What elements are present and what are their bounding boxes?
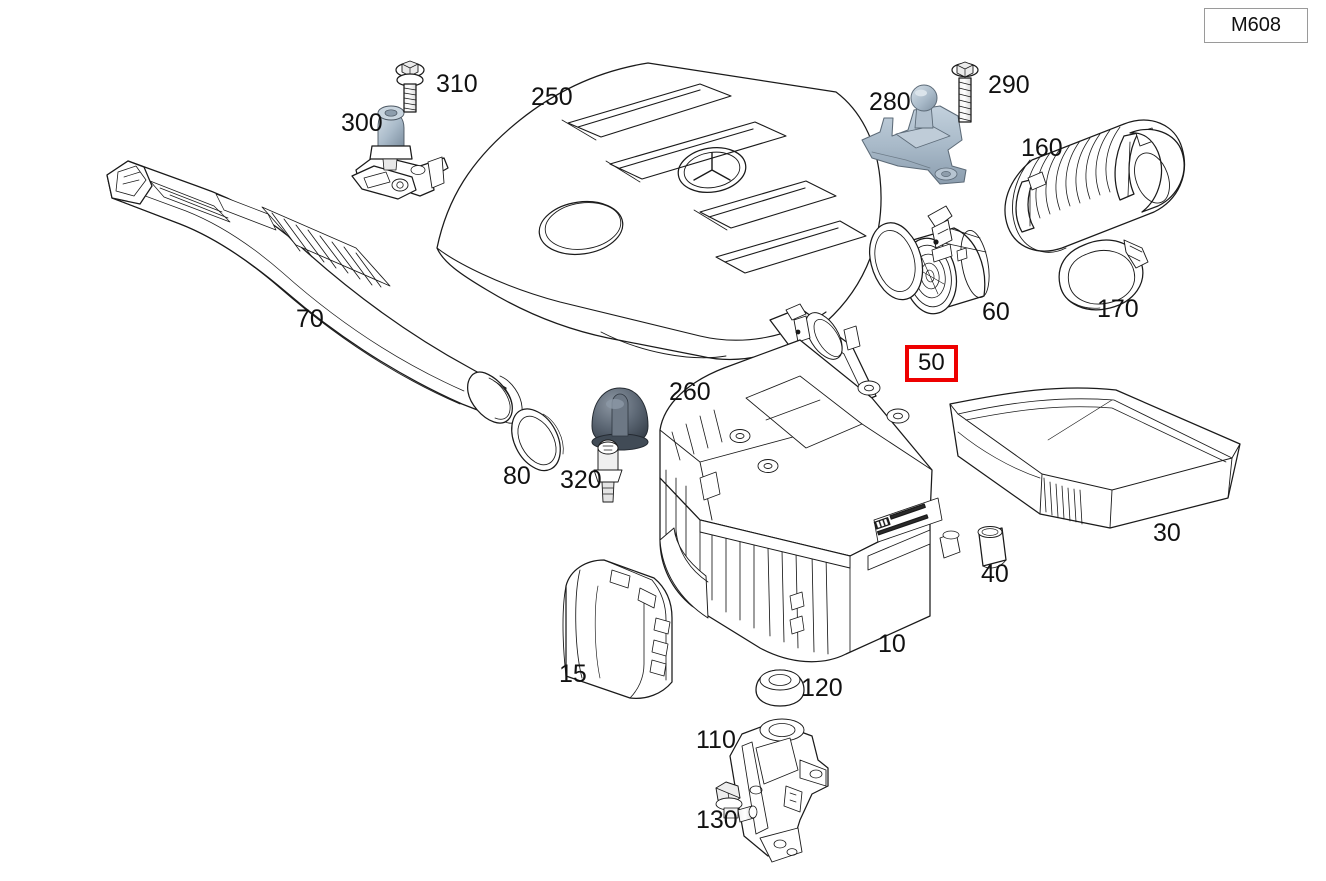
part-310-flange-bolt	[395, 60, 425, 113]
part-60-mass-air-flow-sensor	[902, 205, 990, 315]
part-50-o-ring-seal	[869, 222, 924, 301]
callout-50[interactable]: 50	[905, 345, 958, 382]
part-290-flange-bolt	[951, 61, 979, 123]
callout-310[interactable]: 310	[436, 70, 478, 98]
part-10-air-filter-housing	[659, 303, 961, 663]
part-120-rubber-grommet	[755, 669, 805, 707]
callout-280[interactable]: 280	[869, 88, 911, 116]
callout-160[interactable]: 160	[1021, 134, 1063, 162]
part-number-label	[873, 497, 943, 543]
part-110-mounting-bracket	[729, 718, 829, 863]
part-160-corrugated-hose	[1004, 119, 1186, 253]
callout-250[interactable]: 250	[531, 83, 573, 111]
callout-320[interactable]: 320	[560, 466, 602, 494]
callout-300[interactable]: 300	[341, 109, 383, 137]
callout-40[interactable]: 40	[981, 560, 1009, 588]
part-40-rubber-sleeve	[977, 526, 1007, 569]
part-300-ball-stud-bracket	[351, 105, 449, 200]
callout-70[interactable]: 70	[296, 305, 324, 333]
callout-110[interactable]: 110	[696, 726, 736, 754]
part-260-rubber-damper-mount	[591, 387, 649, 451]
callout-10[interactable]: 10	[878, 630, 906, 658]
part-30-air-filter-element	[949, 387, 1241, 529]
part-130-hex-flange-bolt	[715, 781, 758, 823]
part-80-sealing-ring	[511, 408, 564, 472]
callout-290[interactable]: 290	[988, 71, 1030, 99]
part-320-locating-pin	[593, 439, 623, 503]
callout-80[interactable]: 80	[503, 462, 531, 490]
mercedes-star-emblem	[677, 147, 747, 193]
callout-30[interactable]: 30	[1153, 519, 1181, 547]
callout-120[interactable]: 120	[801, 674, 843, 702]
callout-60[interactable]: 60	[982, 298, 1010, 326]
callout-170[interactable]: 170	[1097, 295, 1139, 323]
part-170-hose-clamp	[1058, 239, 1149, 311]
part-70-air-intake-duct	[106, 160, 523, 424]
callout-260[interactable]: 260	[669, 378, 711, 406]
part-280-support-bracket	[861, 84, 967, 185]
part-250-engine-cover	[436, 62, 882, 361]
diagram-code-badge: M608	[1203, 8, 1308, 43]
callout-15[interactable]: 15	[559, 660, 587, 688]
callout-130[interactable]: 130	[696, 806, 738, 834]
part-15-air-duct-cover	[562, 559, 673, 700]
